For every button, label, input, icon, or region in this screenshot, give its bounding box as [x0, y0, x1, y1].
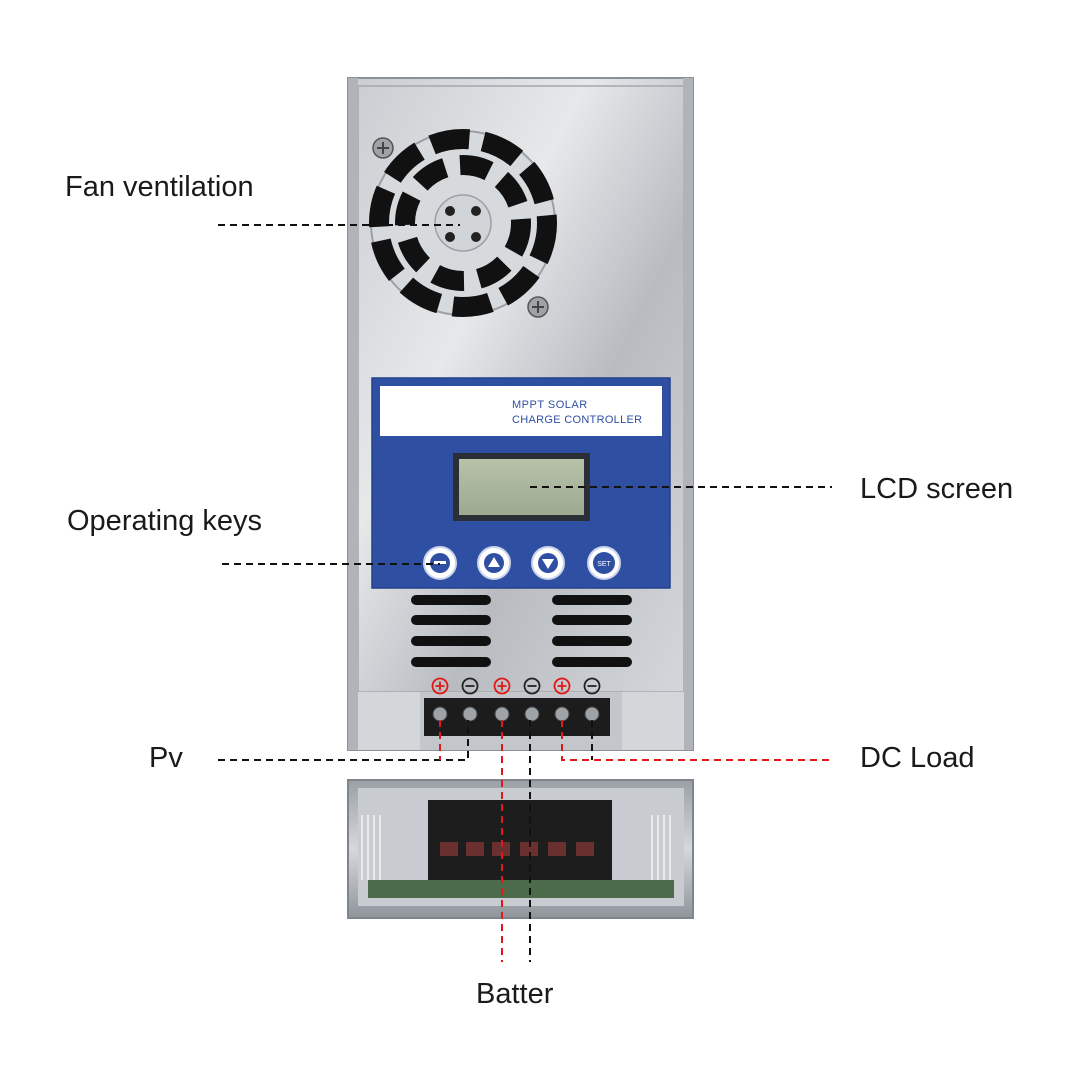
pv-label: Pv: [149, 742, 183, 774]
key-up-button[interactable]: [477, 546, 511, 580]
terminal-block: [424, 698, 610, 736]
right-vents: [552, 595, 632, 667]
front-panel: [371, 377, 671, 589]
fan-ventilation-label: Fan ventilation: [65, 171, 254, 203]
arrow-up-icon: [488, 557, 500, 567]
pv-leader-black: [218, 720, 469, 761]
polarity-symbols: [431, 677, 601, 695]
leader-lines: [218, 224, 832, 962]
pv-positive-icon: [431, 677, 449, 695]
dc-load-label: DC Load: [860, 742, 975, 774]
load-positive-icon: [553, 677, 571, 695]
battery-label: Batter: [476, 978, 554, 1010]
operating-keys-label: Operating keys: [67, 505, 263, 537]
key-set-button[interactable]: [587, 546, 621, 580]
lcd-screen-label: LCD screen: [860, 473, 1014, 505]
battery-negative-icon: [523, 677, 541, 695]
fan-screw-bottom: [527, 296, 549, 318]
set-key-label: SET: [597, 561, 611, 568]
left-vents: [411, 595, 491, 667]
arrow-down-icon: [542, 559, 554, 569]
lcd-screen: [453, 453, 590, 521]
load-negative-icon: [583, 677, 601, 695]
panel-title-line2: CHARGE CONTROLLER: [512, 414, 642, 426]
terminal-cover: [347, 779, 694, 919]
fan-grille: [369, 129, 557, 317]
key-down-button[interactable]: [531, 546, 565, 580]
load-leader-red: [561, 720, 832, 761]
fan-screw-top: [372, 137, 394, 159]
pv-negative-icon: [461, 677, 479, 695]
battery-positive-icon: [493, 677, 511, 695]
panel-title-line1: MPPT SOLAR: [512, 399, 588, 411]
